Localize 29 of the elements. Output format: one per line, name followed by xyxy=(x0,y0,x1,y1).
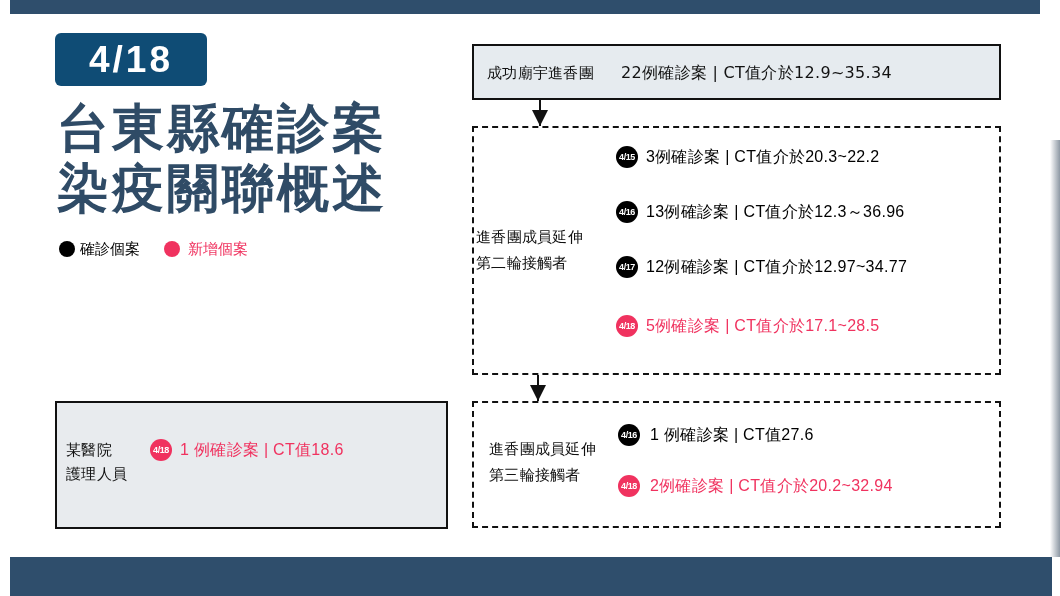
arrow xyxy=(532,99,548,127)
case-summary: 3例確診案 | CT值介於20.3~22.2 xyxy=(646,147,880,167)
case-summary: 1 例確診案 | CT值18.6 xyxy=(180,440,344,460)
case-summary: 13例確診案 | CT值介於12.3～36.96 xyxy=(646,202,905,222)
group-label: 某醫院護理人員 xyxy=(66,440,129,485)
dashed-box xyxy=(472,401,1001,528)
date-circle: 4/18 xyxy=(618,475,640,497)
case-summary: 2例確診案 | CT值介於20.2~32.94 xyxy=(650,476,893,496)
case-summary: 5例確診案 | CT值介於17.1~28.5 xyxy=(646,316,880,336)
date-circle: 4/15 xyxy=(616,146,638,168)
date-circle: 4/16 xyxy=(618,424,640,446)
date-circle: 4/16 xyxy=(616,201,638,223)
legend-label: 新增個案 xyxy=(188,240,248,258)
group-label: 進香團成員延伸第三輪接觸者 xyxy=(489,439,598,486)
date-circle: 4/18 xyxy=(616,315,638,337)
group-label: 進香團成員延伸第二輪接觸者 xyxy=(476,227,585,274)
legend-label: 確診個案 xyxy=(80,240,140,258)
date-badge: 4/18 xyxy=(55,33,207,86)
arrow xyxy=(530,374,546,402)
date-circle: 4/18 xyxy=(150,439,172,461)
info-box xyxy=(472,44,1001,100)
title: 台東縣確診案染疫關聯概述 xyxy=(57,98,388,218)
case-summary: 12例確診案 | CT值介於12.97~34.77 xyxy=(646,257,908,277)
case-summary: 1 例確診案 | CT值27.6 xyxy=(650,425,814,445)
date-circle: 4/17 xyxy=(616,256,638,278)
group-label: 成功廟宇進香團 xyxy=(487,63,595,83)
info-box xyxy=(55,401,448,529)
case-summary: 22例確診案 | CT值介於12.9~35.34 xyxy=(621,63,892,83)
dashed-box xyxy=(472,126,1001,375)
